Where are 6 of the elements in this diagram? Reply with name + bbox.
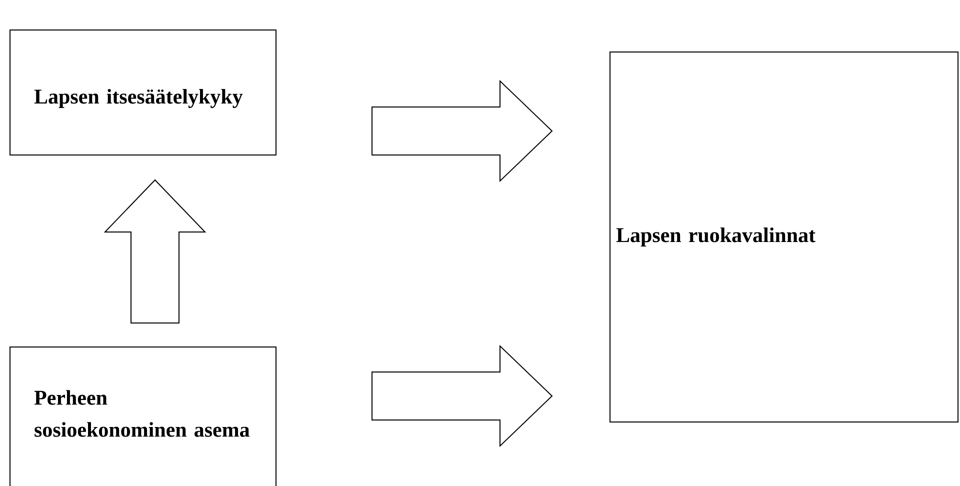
process-box: Lapsen ruokavalinnat (610, 52, 958, 422)
block-arrow (372, 80, 553, 182)
block-arrow (372, 344, 553, 448)
process-box: Lapsen itsesäätelykyky (10, 30, 276, 156)
block-arrow (104, 179, 206, 324)
process-box: Perheen sosioekonominen asema (10, 346, 276, 486)
